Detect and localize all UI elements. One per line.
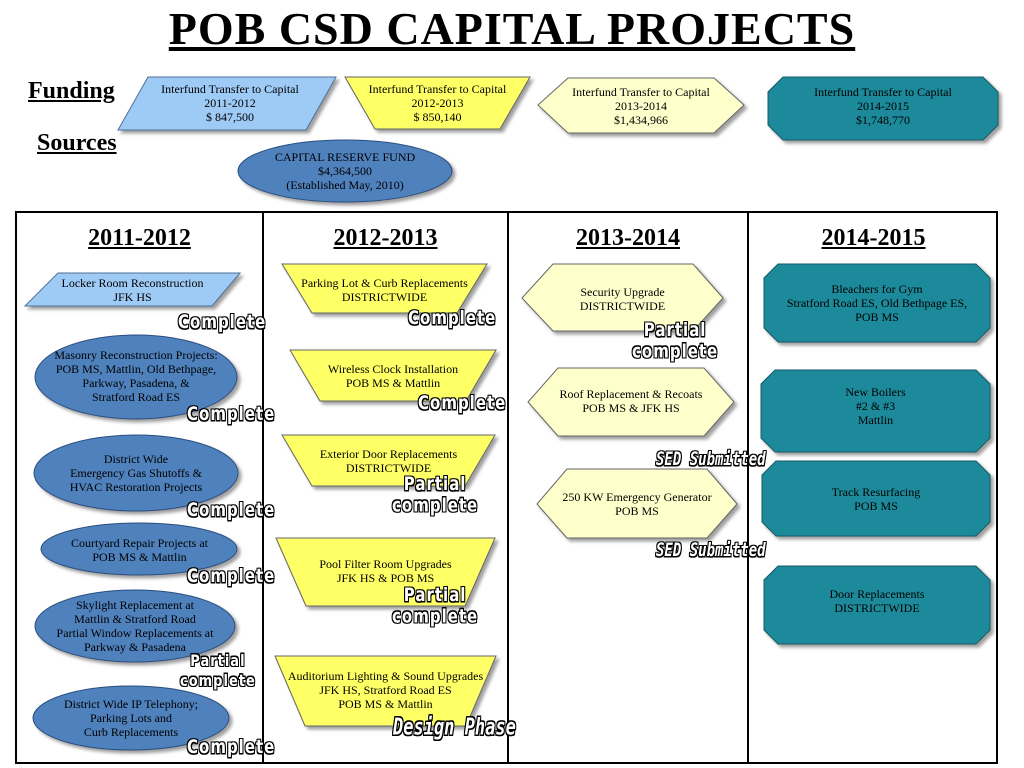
funding-2012-shape [344,76,531,130]
locker-shape [23,272,242,307]
reserve-text: CAPITAL RESERVE FUND$4,364,500(Establish… [274,150,416,192]
doors-2014-shape [763,565,991,645]
status-gas-complete: Complete [187,498,276,522]
telephony-shape [32,685,230,751]
funding-2014-shape [767,76,999,141]
funding-2013-shape [537,77,745,134]
column-heading-2014: 2014-2015 [821,225,926,251]
gas-shape [33,434,239,512]
column-divider-1 [262,211,264,764]
parking-shape [281,263,488,314]
generator-shape [536,468,738,539]
status-auditorium-design: Design Phase [393,714,516,742]
door-shape [281,434,496,487]
clock-shape [289,349,497,402]
page-title: POB CSD CAPITAL PROJECTS [168,3,856,54]
pool-shape [275,537,496,607]
skylight-shape [34,589,236,663]
funding-2011-shape [117,76,337,131]
funding-label: Funding [28,78,115,104]
courtyard-shape [40,522,238,576]
column-heading-2011: 2011-2012 [88,225,191,251]
status-generator-sed: SED Submitted [656,540,766,562]
track-shape [761,460,991,537]
auditorium-shape [274,655,497,727]
status-clock-complete: Complete [418,391,507,415]
boilers-shape [760,369,991,453]
status-telephony-complete: Complete [187,735,276,759]
masonry-text: Masonry Reconstruction Projects:POB MS, … [54,348,218,404]
status-roof-sed: SED Submitted [656,449,766,471]
column-heading-2013: 2013-2014 [576,225,680,251]
projects-table-frame [15,211,998,764]
bleachers-shape [763,263,991,343]
security-shape [521,263,724,332]
column-heading-2012: 2012-2013 [333,225,438,251]
status-courtyard-complete: Complete [187,564,276,588]
column-divider-3 [747,211,749,764]
masonry-shape [34,334,238,420]
status-parking-complete: Complete [408,306,497,330]
status-locker-complete: Complete [178,310,267,334]
sources-label: Sources [37,130,117,156]
column-divider-2 [507,211,509,764]
roof-shape [527,367,735,437]
telephony-text: District Wide IP Telephony;Parking Lots … [63,697,199,739]
status-masonry-complete: Complete [187,402,276,426]
reserve-shape [237,139,453,203]
